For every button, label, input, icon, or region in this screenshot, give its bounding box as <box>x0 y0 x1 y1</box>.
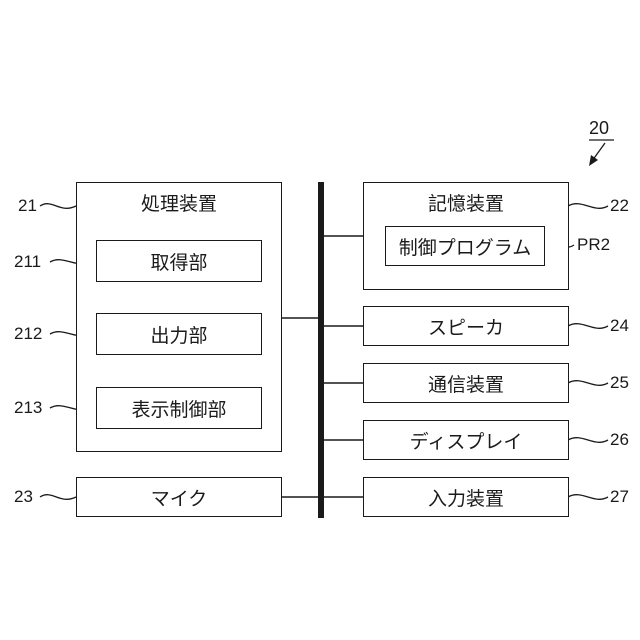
ref-26: 26 <box>610 430 629 450</box>
ref-22: 22 <box>610 196 629 216</box>
processing-unit-title: 処理装置 <box>77 189 281 216</box>
input-device-box: 入力装置 <box>363 477 569 517</box>
leader-21 <box>40 204 76 209</box>
output-unit-box: 出力部 <box>96 313 262 355</box>
display-control-unit-box: 表示制御部 <box>96 387 262 429</box>
speaker-box: スピーカ <box>363 306 569 346</box>
ref-27: 27 <box>610 487 629 507</box>
communication-device-box: 通信装置 <box>363 363 569 403</box>
leader-22 <box>568 204 608 209</box>
leader-25 <box>568 381 608 386</box>
ref-21: 21 <box>18 196 37 216</box>
microphone-box: マイク <box>76 477 282 517</box>
ref-24: 24 <box>610 316 629 336</box>
display-device-box: ディスプレイ <box>363 420 569 460</box>
ref-211: 211 <box>14 252 41 272</box>
bus-bar <box>318 182 324 518</box>
ref-pr2: PR2 <box>577 235 610 255</box>
ref-212: 212 <box>14 324 42 344</box>
leader-23 <box>40 495 76 500</box>
acquisition-unit-box: 取得部 <box>96 240 262 282</box>
control-program-box: 制御プログラム <box>385 226 545 266</box>
figure-ref-arrowhead <box>589 155 598 166</box>
ref-23: 23 <box>14 487 33 507</box>
ref-213: 213 <box>14 398 42 418</box>
leader-26 <box>568 438 608 443</box>
leader-27 <box>568 495 608 500</box>
figure-ref-label: 20 <box>589 118 609 139</box>
ref-25: 25 <box>610 373 629 393</box>
leader-24 <box>568 324 608 329</box>
storage-title: 記憶装置 <box>364 189 568 216</box>
